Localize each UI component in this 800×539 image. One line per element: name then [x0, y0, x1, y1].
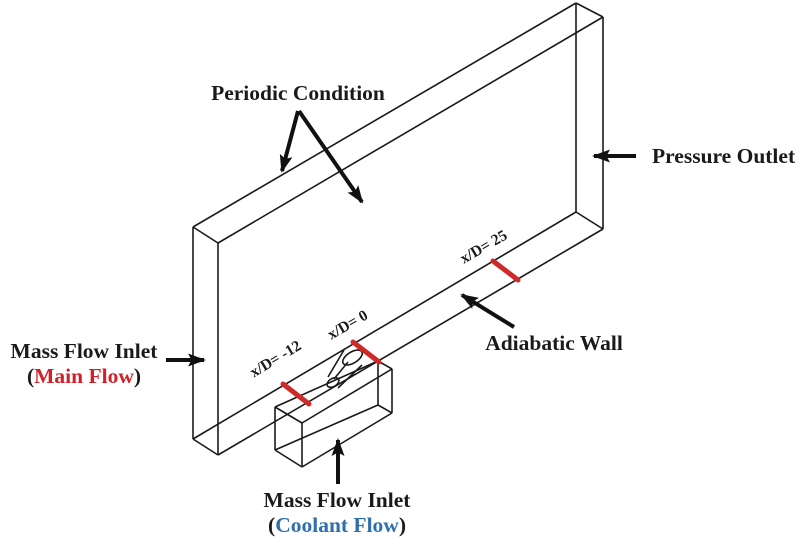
station-markers	[280, 258, 521, 407]
coolant-inlet-label-line2: (Coolant Flow)	[268, 513, 406, 537]
periodic-condition-label: Periodic Condition	[211, 81, 385, 105]
main-inlet-paren-close: )	[134, 364, 141, 388]
slab-edge-bottom-left	[192, 438, 219, 456]
adiabatic-wall-arrow	[460, 293, 516, 329]
cooling-hole-wall-inner	[333, 361, 349, 380]
plenum-edge-bottom-back	[274, 404, 379, 451]
coolant-plenum-box	[274, 360, 393, 468]
slab-edge-bottom-front	[217, 228, 604, 456]
xd-25-marker	[490, 258, 521, 283]
periodic-condition-arrow-right	[297, 109, 364, 204]
slab-edge-bottom-back	[192, 211, 577, 440]
slab-edge-top-right	[575, 2, 604, 18]
cooling-hole-inlet-ellipse	[326, 376, 340, 389]
slab-edge-top-back	[192, 2, 577, 228]
xd-25-label: x/D= 25	[457, 227, 510, 268]
periodic-condition-arrow-left	[279, 110, 300, 173]
labels: Periodic Condition Pressure Outlet Mass …	[11, 81, 796, 537]
main-inlet-paren-open: (	[27, 364, 34, 388]
main-domain-box	[192, 2, 604, 456]
plenum-edge-bottom-left	[274, 449, 303, 468]
plenum-edge-top-left	[274, 406, 303, 424]
xd-0-marker	[350, 339, 382, 365]
plenum-edge-bottom-front	[301, 412, 393, 468]
slab-edge-top-front	[217, 16, 604, 244]
slab-edge-top-left	[192, 226, 219, 244]
plenum-edge-bottom-right	[377, 404, 393, 414]
xd-minus-12-marker	[280, 381, 312, 407]
cooling-hole-wall-upper	[327, 349, 345, 378]
main-inlet-label-line1: Mass Flow Inlet	[11, 339, 159, 363]
plenum-edge-top-front	[301, 368, 393, 424]
cooling-hole	[326, 349, 364, 389]
pressure-outlet-label: Pressure Outlet	[652, 144, 796, 168]
coolant-inlet-label-line1: Mass Flow Inlet	[264, 488, 412, 512]
slab-edge-bottom-right	[575, 211, 604, 230]
coolant-inlet-paren-close: )	[399, 513, 406, 537]
xd-minus-12-label: x/D= -12	[247, 337, 305, 381]
main-inlet-emphasis: Main Flow	[34, 364, 134, 388]
coolant-inlet-emphasis: Coolant Flow	[275, 513, 399, 537]
cooling-hole-wall-lower	[337, 364, 363, 389]
coolant-inlet-paren-open: (	[268, 513, 275, 537]
main-inlet-label-line2: (Main Flow)	[27, 364, 141, 388]
adiabatic-wall-label: Adiabatic Wall	[485, 331, 623, 355]
annotation-arrows	[166, 109, 636, 484]
